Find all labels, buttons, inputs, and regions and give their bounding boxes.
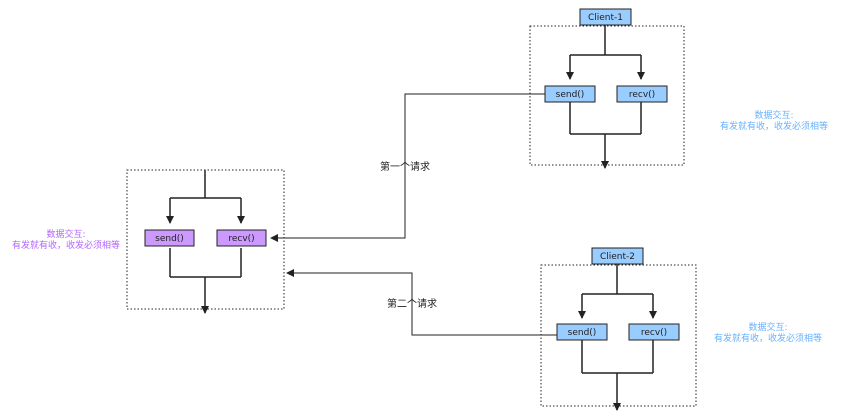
client1-note-line2: 有发就有收，收发必须相等	[720, 120, 828, 132]
client2-recv-box: recv()	[628, 323, 680, 341]
first-request-connector	[270, 93, 545, 242]
client2-flow-lines	[578, 264, 657, 411]
client1-container	[529, 25, 685, 166]
server-note-line1: 数据交互:	[46, 228, 85, 240]
server-send-label: send()	[155, 234, 184, 244]
client1-title-box: Client-1	[579, 8, 632, 26]
client1-send-box: send()	[544, 85, 596, 103]
client2-send-box: send()	[556, 323, 608, 341]
client1-recv-box: recv()	[616, 85, 668, 103]
client2-send-label: send()	[568, 328, 597, 338]
client1-title: Client-1	[588, 13, 623, 23]
second-request-connector	[286, 269, 557, 336]
client2-recv-label: recv()	[641, 328, 667, 338]
client2-note-line1: 数据交互:	[748, 321, 787, 333]
client1-recv-label: recv()	[629, 90, 655, 100]
server-recv-label: recv()	[228, 234, 254, 244]
server-flow-lines	[166, 170, 245, 314]
client2-title-box: Client-2	[591, 247, 644, 265]
second-request-label: 第二个请求	[387, 297, 437, 310]
client2-note-line2: 有发就有收，收发必须相等	[714, 332, 822, 344]
client1-send-label: send()	[556, 90, 585, 100]
server-note-line2: 有发就有收，收发必须相等	[12, 239, 120, 251]
server-recv-box: recv()	[216, 229, 267, 247]
client2-title: Client-2	[600, 252, 635, 262]
client1-note-line1: 数据交互:	[754, 109, 793, 121]
first-request-label: 第一个请求	[380, 160, 430, 173]
client1-flow-lines	[566, 25, 645, 169]
server-send-box: send()	[144, 229, 195, 247]
